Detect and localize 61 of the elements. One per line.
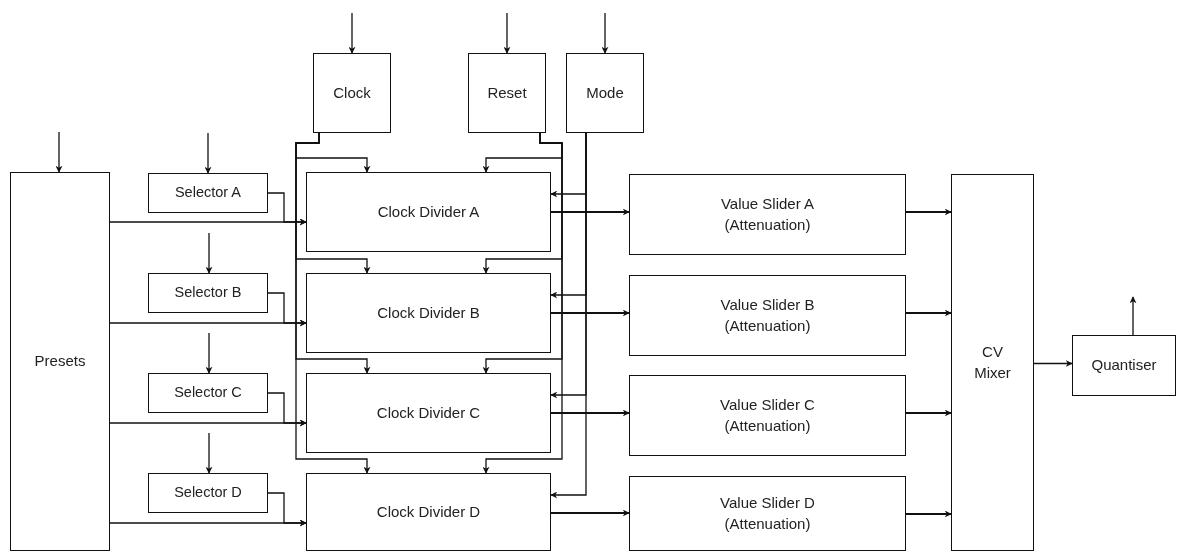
process-box [468, 53, 546, 133]
arrow [267, 392, 307, 427]
process-box [629, 174, 906, 255]
box-label: Selector D [174, 483, 242, 503]
process-box [306, 373, 551, 453]
process-box [148, 473, 268, 513]
arrow [1129, 296, 1137, 336]
box-label: Clock Divider A [377, 201, 480, 222]
box-label: Mode [586, 82, 624, 103]
box-label: Value Slider C (Attenuation) [719, 395, 816, 436]
arrow [267, 292, 307, 327]
process-box [566, 53, 644, 133]
arrow [1033, 360, 1073, 367]
arrow [550, 509, 630, 517]
box-label: Selector A [174, 183, 242, 203]
box-label: Clock Divider B [377, 302, 480, 323]
arrow [503, 12, 511, 54]
arrow [550, 132, 587, 499]
arrow [550, 409, 630, 417]
arrow [204, 132, 212, 174]
arrow [205, 332, 213, 374]
box-label: Clock Divider D [376, 501, 481, 522]
arrow [550, 208, 630, 216]
process-box [629, 275, 906, 356]
box-label: Reset [487, 82, 527, 103]
process-box [629, 476, 906, 551]
process-box [148, 373, 268, 413]
box-label: Clock Divider C [376, 402, 481, 423]
arrow [295, 132, 371, 474]
arrow [205, 432, 213, 474]
box-label: Clock [333, 82, 371, 103]
arrow [905, 510, 952, 518]
process-box [951, 174, 1034, 551]
process-box [148, 173, 268, 213]
arrow [905, 208, 952, 216]
box-label: CV Mixer [973, 342, 1012, 383]
arrow [348, 12, 356, 54]
arrow [482, 132, 563, 474]
process-box [1072, 335, 1176, 396]
box-label: Presets [34, 351, 86, 372]
box-label: Value Slider A (Attenuation) [719, 194, 816, 235]
box-label: Selector B [174, 283, 242, 303]
arrow [905, 409, 952, 417]
process-box [306, 473, 551, 551]
process-box [148, 273, 268, 313]
process-box [629, 375, 906, 456]
arrow [267, 192, 307, 226]
box-label: Quantiser [1091, 355, 1157, 376]
box-label: Selector C [174, 383, 242, 403]
process-box [10, 172, 110, 551]
arrow [601, 12, 609, 54]
process-box [306, 172, 551, 252]
arrow [55, 131, 63, 173]
box-label: Value Slider B (Attenuation) [719, 295, 816, 336]
box-label: Value Slider D (Attenuation) [719, 493, 816, 534]
arrow [205, 232, 213, 274]
process-box [313, 53, 391, 133]
arrow [550, 309, 630, 317]
arrow [267, 492, 307, 527]
arrow [905, 309, 952, 317]
process-box [306, 273, 551, 353]
